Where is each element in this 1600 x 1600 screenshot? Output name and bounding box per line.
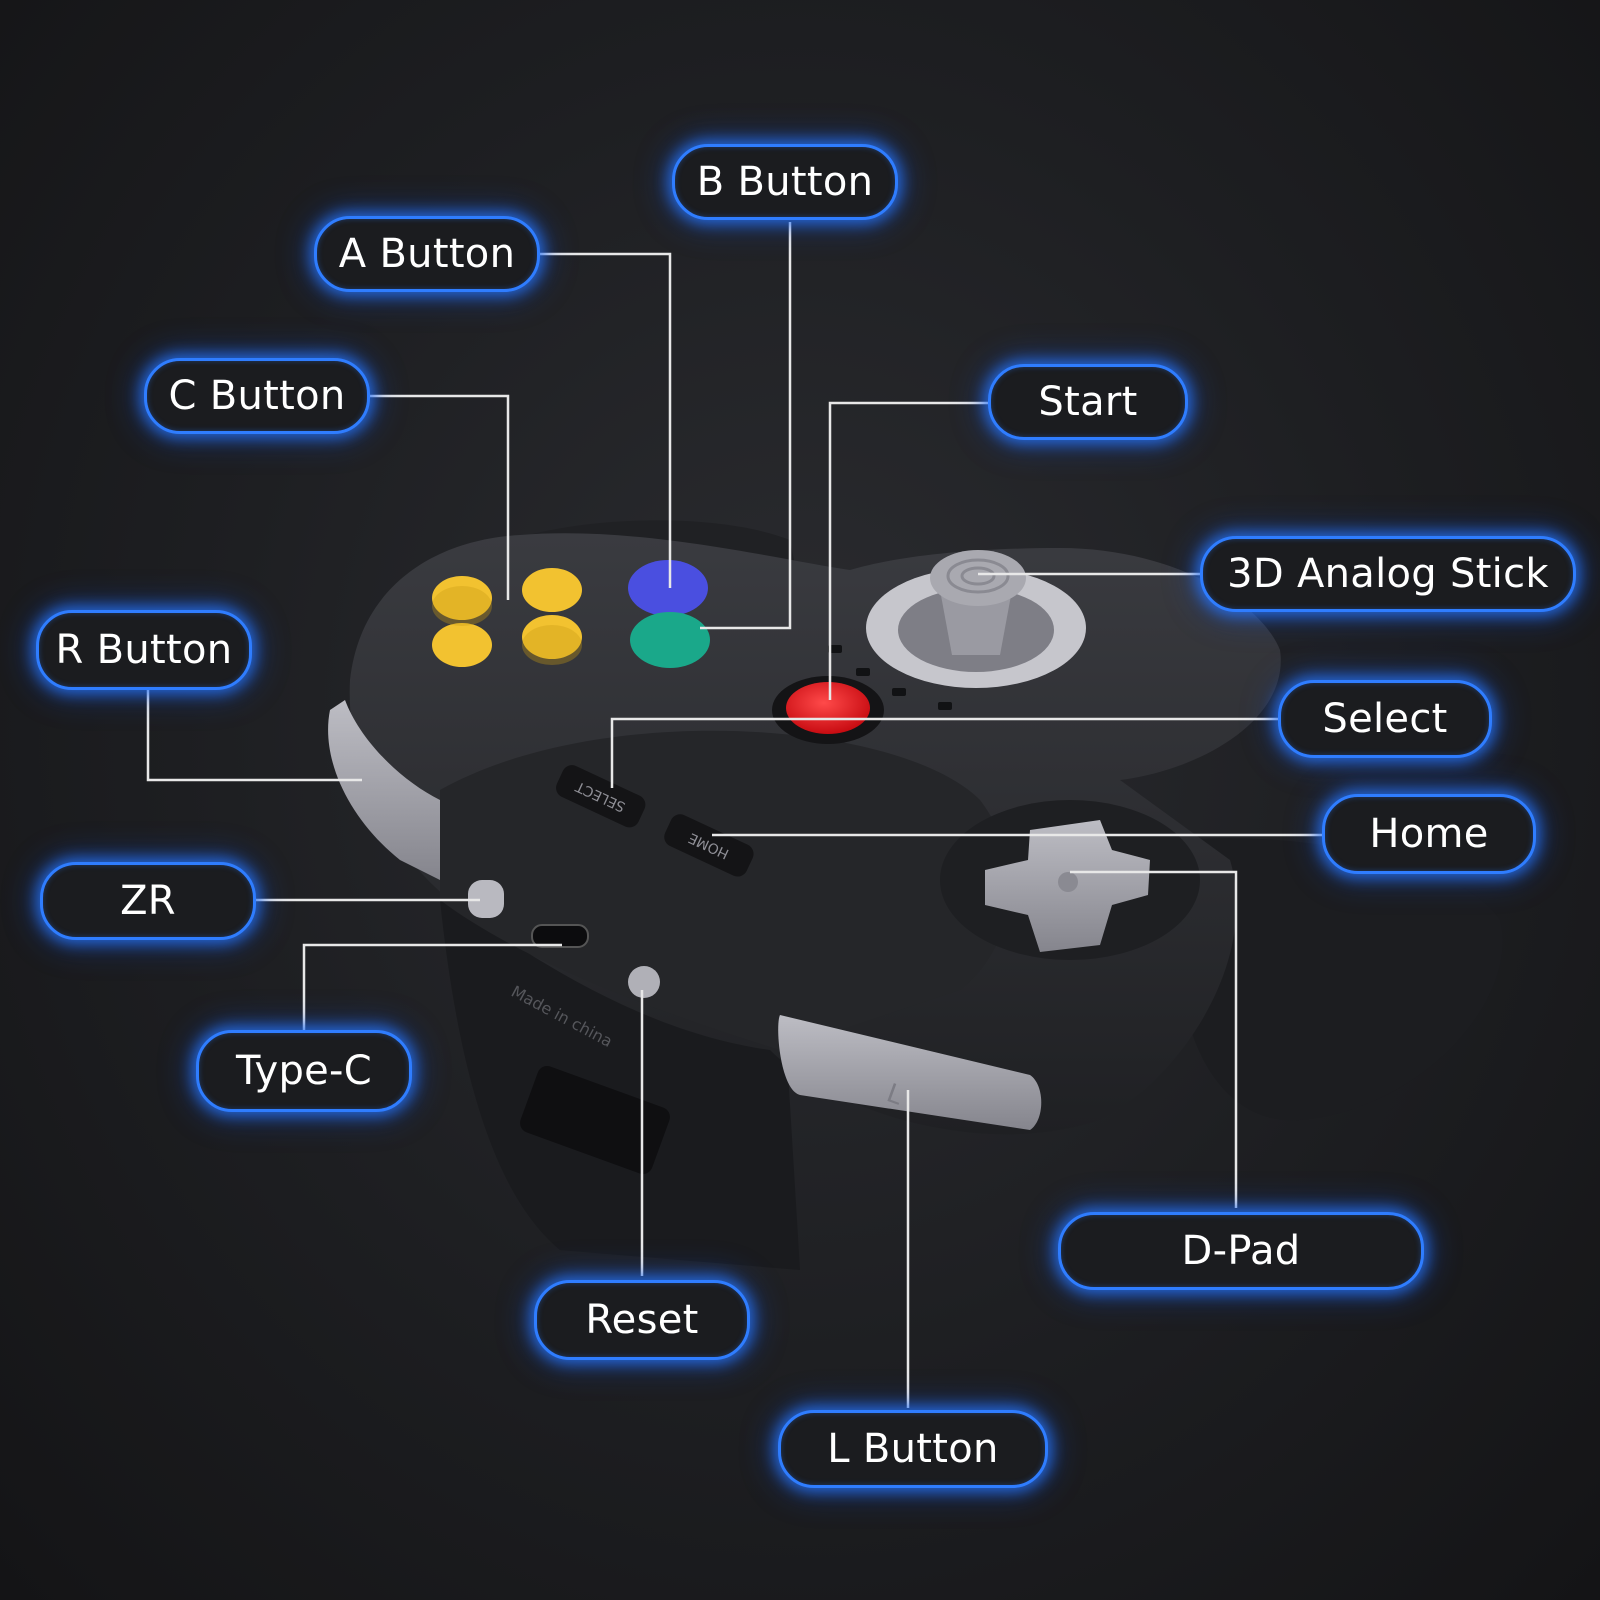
callout-b-button: B Button [672,144,898,220]
start-button-shape [786,682,870,734]
a-button-shape [630,612,710,668]
callout-reset: Reset [534,1280,750,1360]
leader-a-button [540,252,672,588]
callout-l-button: L Button [778,1410,1048,1488]
led-indicators [828,645,952,710]
callout-start: Start [988,364,1188,440]
front-face [440,730,1011,1050]
callout-analog-stick: 3D Analog Stick [1200,536,1576,612]
r-trigger [328,700,440,880]
callout-zr: ZR [40,862,256,940]
callout-d-pad: D-Pad [1058,1212,1424,1290]
reset-button-shape [628,966,660,998]
zr-button-shape [468,880,504,918]
right-handle [1180,838,1503,1121]
callout-r-button: R Button [36,610,252,690]
grip-slot [520,1065,670,1175]
callout-select: Select [1278,680,1492,758]
analog-stick-shaft [940,590,1012,655]
analog-stick-cap [930,550,1026,606]
leader-r-button [146,690,362,782]
leader-start [828,401,988,700]
callout-home: Home [1322,794,1536,874]
callout-c-button: C Button [144,358,370,434]
leader-select [610,717,1278,788]
leader-d-pad [1070,870,1238,1208]
leader-type-c [302,943,562,1030]
l-trigger [778,1015,1042,1130]
callout-a-button: A Button [314,216,540,292]
leader-c-button [370,394,510,600]
b-button-shape [628,560,708,616]
callout-type-c: Type-C [196,1030,412,1112]
c-buttons-cluster [432,568,582,667]
type-c-port [531,924,589,948]
leader-b-button [700,222,792,630]
